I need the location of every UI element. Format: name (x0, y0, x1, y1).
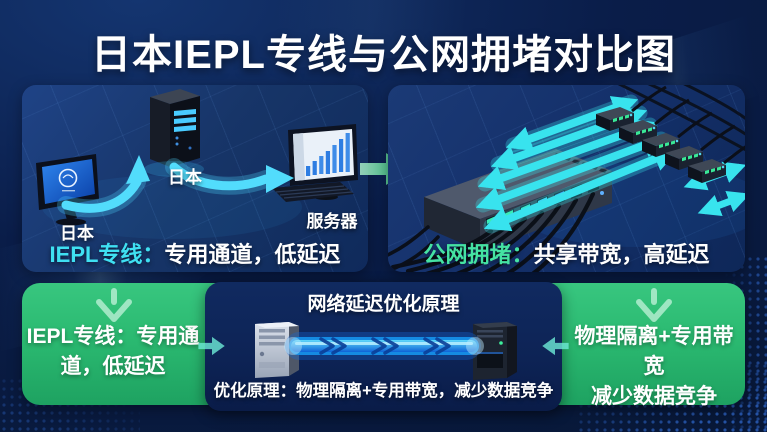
optimization-caption-label: 优化原理： (213, 382, 297, 400)
server-desktop-icon (272, 124, 358, 202)
server-label: 服务器 (306, 212, 358, 231)
down-arrow-icon (636, 288, 672, 322)
down-arrow-icon (96, 288, 132, 322)
optimization-card: 网络延迟优化原理 (205, 282, 562, 411)
flow-arrow-right-icon (198, 336, 225, 356)
edge-device-icon (688, 145, 745, 183)
client-location-label: 日本 (60, 224, 94, 243)
iepl-panel: 日本 日本 服务器 IEPL专线：专用通道，低延迟 (22, 85, 368, 272)
relay-location-label: 日本 (168, 168, 202, 187)
edge-device-icon (642, 111, 713, 157)
congested-switch-illustration (388, 85, 745, 272)
tower-right-icon (473, 322, 517, 380)
public-caption-label: 公网拥堵： (423, 242, 534, 267)
dedicated-beam-icon (284, 332, 484, 360)
public-network-panel: 公网拥堵：共享带宽，高延迟 (388, 85, 745, 272)
optimization-title: 网络延迟优化原理 (307, 294, 460, 315)
public-caption: 公网拥堵：共享带宽，高延迟 (388, 237, 745, 269)
optimization-illustration (255, 322, 517, 380)
edge-devices (596, 85, 745, 183)
optimization-caption-text: 物理隔离+专用带宽，减少数据竞争 (296, 382, 554, 400)
iepl-network-illustration (36, 89, 358, 239)
isolation-summary-card: 物理隔离+专用带宽 减少数据竞争 (566, 322, 742, 411)
iepl-caption-label: IEPL专线： (49, 242, 165, 267)
client-monitor-icon (36, 154, 99, 226)
iepl-summary-line2: 道，低延迟 (60, 354, 166, 378)
edge-device-icon (619, 98, 690, 144)
iepl-summary-line1: IEPL专线：专用通 (26, 325, 200, 348)
edge-device-icon (665, 124, 736, 170)
isolation-summary-line1: 物理隔离+专用带宽 (574, 325, 734, 378)
flow-arrow-left-icon (542, 336, 569, 356)
iepl-summary-card: IEPL专线：专用通 道，低延迟 (26, 322, 200, 382)
optimization-caption: 优化原理：物理隔离+专用带宽，减少数据竞争 (205, 377, 562, 401)
flow-arrow-icon (165, 158, 294, 195)
page-title: 日本IEPL专线与公网拥堵对比图 (91, 33, 676, 77)
public-caption-text: 共享带宽，高延迟 (533, 242, 710, 267)
edge-device-icon (596, 85, 667, 131)
network-cables (617, 85, 745, 152)
isolation-summary-line2: 减少数据竞争 (591, 384, 717, 408)
iepl-caption-text: 专用通道，低延迟 (164, 242, 341, 267)
iepl-caption: IEPL专线：专用通道，低延迟 (22, 237, 368, 269)
flow-arrow-icon (57, 155, 150, 218)
